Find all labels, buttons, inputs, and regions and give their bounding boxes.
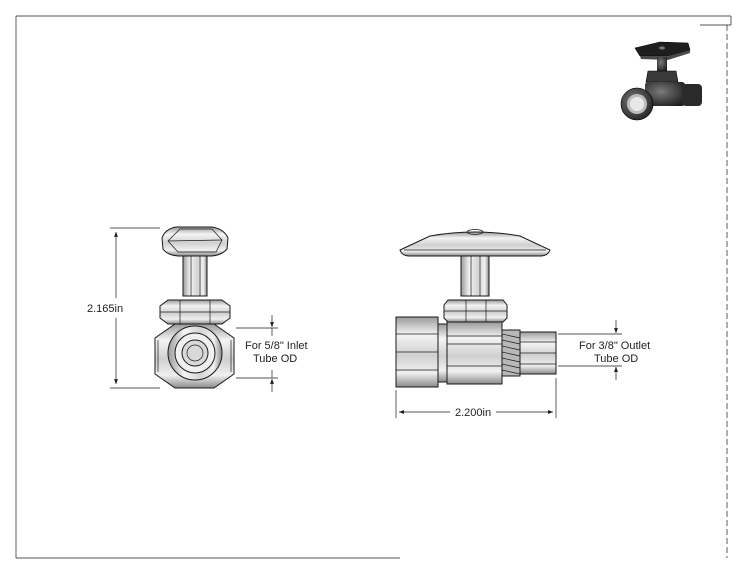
inlet-od-callout: For 5/8" Inlet Tube OD	[236, 315, 308, 392]
inlet-note-line2: Tube OD	[253, 353, 297, 365]
width-dimension-label: 2.200in	[455, 407, 491, 419]
front-view-valve	[154, 226, 235, 389]
outlet-note-line1: For 3/8" Outlet	[579, 340, 650, 352]
isometric-valve-view	[620, 41, 702, 121]
inlet-note-line1: For 5/8" Inlet	[245, 340, 308, 352]
side-view-valve	[395, 229, 557, 388]
outlet-note-line2: Tube OD	[594, 353, 638, 365]
outlet-od-callout: For 3/8" Outlet Tube OD	[558, 320, 650, 380]
sheet-border	[15, 15, 732, 559]
thread-lines	[501, 333, 521, 375]
height-dimension-label: 2.165in	[87, 303, 123, 315]
width-dimension: 2.200in	[395, 378, 557, 419]
height-dimension: 2.165in	[87, 227, 160, 389]
